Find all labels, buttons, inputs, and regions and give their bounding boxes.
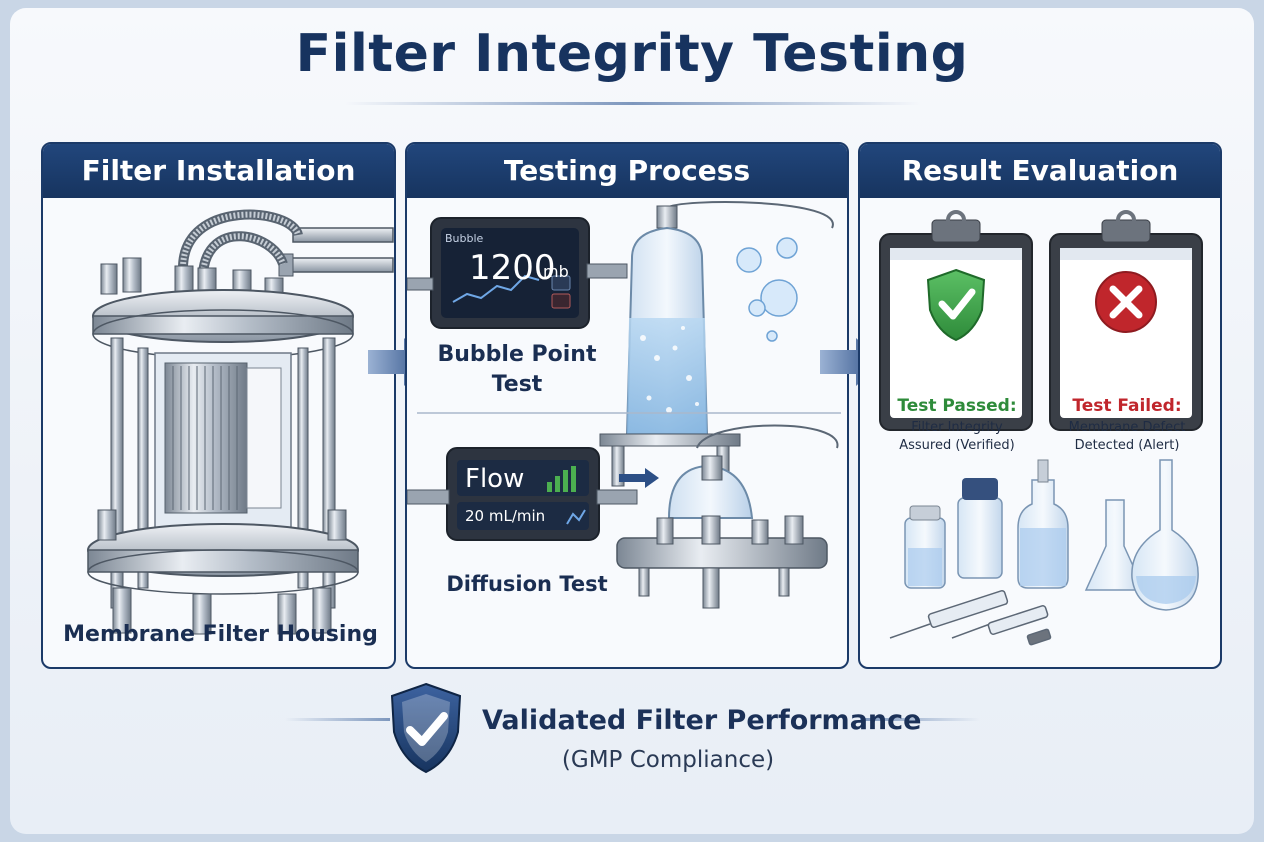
title-divider bbox=[345, 102, 920, 105]
result-passed-title: Test Passed: bbox=[897, 396, 1017, 416]
shield-check-icon bbox=[926, 268, 986, 342]
result-failed-line2: Detected (Alert) bbox=[1074, 438, 1180, 453]
bubble-device-value: 1200 bbox=[469, 248, 556, 288]
bubble-device-unit: mb bbox=[543, 262, 569, 281]
page-title: Filter Integrity Testing bbox=[295, 24, 969, 84]
flow-device-label: Flow bbox=[465, 464, 525, 494]
footer-title: Validated Filter Performance bbox=[482, 705, 922, 736]
panel-header-evaluation: Result Evaluation bbox=[860, 144, 1220, 198]
panel-header-installation: Filter Installation bbox=[43, 144, 394, 198]
shield-check-icon bbox=[390, 682, 462, 774]
footer-subtitle: (GMP Compliance) bbox=[561, 747, 775, 773]
result-passed-line2: Assured (Verified) bbox=[899, 438, 1015, 453]
caption-bubble-point-test: Bubble Point Test bbox=[437, 342, 597, 397]
panel-filter-installation: Filter Installation bbox=[41, 142, 396, 669]
caption-diffusion-test: Diffusion Test bbox=[446, 572, 608, 596]
bubble-device-label: Bubble bbox=[445, 232, 484, 245]
result-passed-line1: Filter Integrity bbox=[911, 420, 1003, 435]
testing-illustration bbox=[407, 201, 841, 609]
footer-divider-left bbox=[285, 718, 390, 721]
footer-divider-right bbox=[860, 718, 980, 721]
result-failed-line1: Membrane Defect bbox=[1068, 420, 1186, 435]
flow-device-value: 20 mL/min bbox=[465, 507, 546, 525]
panel-header-testing: Testing Process bbox=[407, 144, 847, 198]
caption-membrane-filter-housing: Membrane Filter Housing bbox=[63, 622, 378, 647]
panel-testing-process: Testing Process bbox=[405, 142, 849, 669]
filter-housing-illustration bbox=[87, 209, 394, 635]
panel-result-evaluation: Result Evaluation bbox=[858, 142, 1222, 669]
result-failed-title: Test Failed: bbox=[1072, 396, 1182, 416]
cross-icon bbox=[1095, 271, 1157, 333]
evaluation-illustration bbox=[879, 210, 1203, 646]
